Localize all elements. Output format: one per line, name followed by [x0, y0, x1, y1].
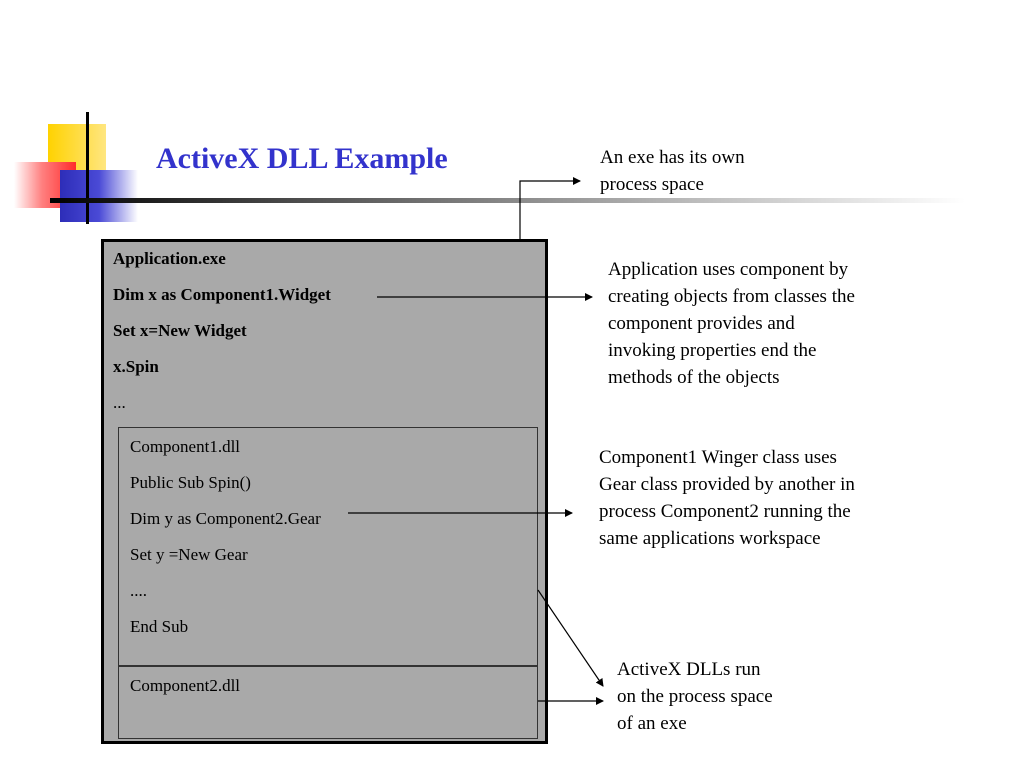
note-dll-run-line: on the process space	[617, 686, 773, 707]
app-line-2: Dim x as Component1.Widget	[113, 285, 331, 304]
note-uses-component-line: methods of the objects	[608, 367, 780, 388]
app-line-5: ...	[113, 393, 126, 412]
note-dll-run: ActiveX DLLs run on the process space of…	[617, 656, 773, 737]
note-dll-run-line: ActiveX DLLs run	[617, 659, 761, 680]
app-line-4: x.Spin	[113, 357, 159, 376]
note-winger-class-line: process Component2 running the	[599, 501, 851, 522]
application-box	[101, 239, 548, 744]
note-uses-component: Application uses component by creating o…	[608, 256, 855, 391]
note-dll-run-line: of an exe	[617, 713, 687, 734]
arrow-exe-space	[519, 177, 581, 239]
deco-vertical-line	[86, 112, 89, 224]
component2-box	[118, 665, 538, 739]
comp1-line-1: Component1.dll	[130, 437, 241, 456]
note-exe-space-line: process space	[600, 174, 704, 195]
note-exe-space-line: An exe has its own	[600, 147, 745, 168]
arrow-dll-run-diagonal	[537, 589, 604, 687]
note-winger-class-line: same applications workspace	[599, 528, 821, 549]
note-exe-space: An exe has its own process space	[600, 144, 745, 198]
note-uses-component-line: Application uses component by	[608, 259, 849, 280]
comp1-line-6: End Sub	[130, 617, 189, 636]
title-underline	[50, 198, 965, 203]
comp1-line-4: Set y =New Gear	[130, 545, 248, 564]
app-line-1: Application.exe	[113, 249, 226, 268]
comp1-line-5: ....	[130, 581, 147, 600]
comp1-line-2: Public Sub Spin()	[130, 473, 251, 492]
slide-title: ActiveX DLL Example	[156, 142, 448, 175]
component1-box	[118, 427, 538, 667]
note-uses-component-line: creating objects from classes the	[608, 286, 855, 307]
comp2-label: Component2.dll	[130, 676, 241, 695]
note-winger-class: Component1 Winger class uses Gear class …	[599, 444, 855, 552]
note-uses-component-line: component provides and	[608, 313, 795, 334]
app-line-3: Set x=New Widget	[113, 321, 247, 340]
note-uses-component-line: invoking properties end the	[608, 340, 817, 361]
comp1-line-3: Dim y as Component2.Gear	[130, 509, 321, 528]
deco-blue-square	[60, 170, 138, 222]
note-winger-class-line: Gear class provided by another in	[599, 474, 855, 495]
note-winger-class-line: Component1 Winger class uses	[599, 447, 837, 468]
